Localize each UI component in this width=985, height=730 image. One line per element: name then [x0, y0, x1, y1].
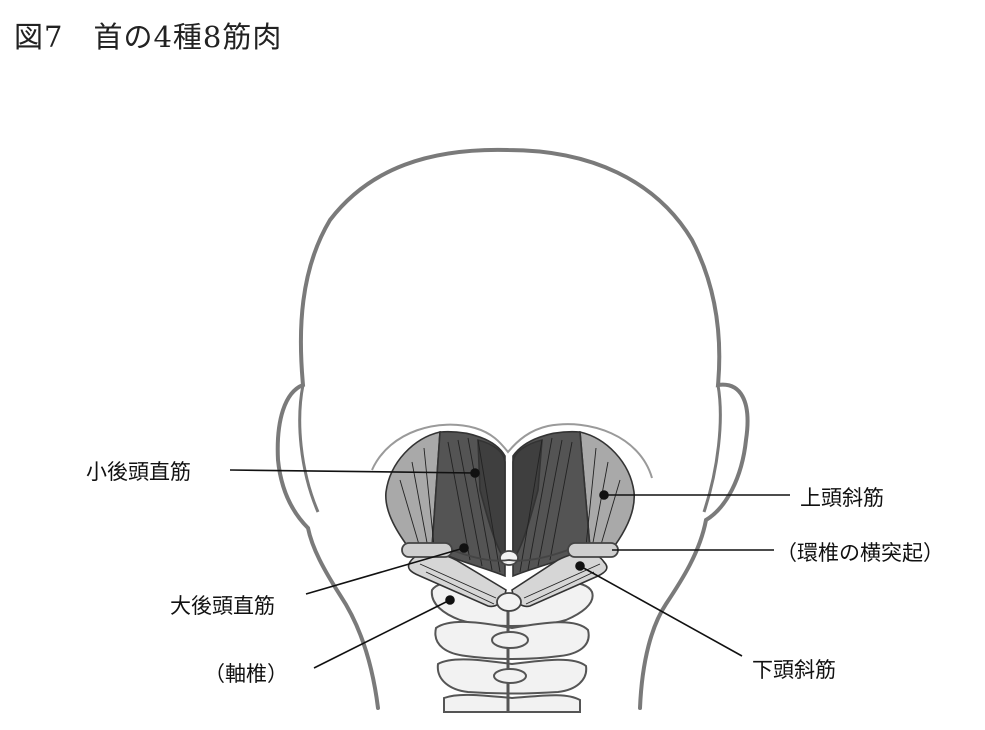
marker-obliquus-superior: [599, 490, 609, 500]
occipital-arc: [371, 423, 653, 479]
left-ear-inner: [298, 384, 320, 513]
atlas-transverse-processes: [401, 542, 619, 612]
leader-axis: [313, 599, 451, 669]
left-transverse-process: [401, 542, 453, 558]
atlas-arch: [451, 549, 569, 562]
marker-axis: [445, 595, 455, 605]
label-axis: （軸椎）: [204, 662, 288, 686]
marker-rectus-major: [459, 543, 469, 553]
marker-rectus-minor: [470, 468, 480, 478]
leader-rectus-major: [305, 547, 465, 595]
left-obliquus-superior: [385, 430, 441, 553]
axis-spinous-process: [496, 592, 522, 612]
label-rectus-capitis-posterior-major: 大後頭直筋: [170, 594, 275, 618]
atlas-posterior-tubercle: [499, 550, 519, 566]
leader-lines: [229, 468, 790, 669]
label-obliquus-capitis-superior: 上頭斜筋: [800, 486, 884, 510]
leader-rectus-minor: [229, 469, 476, 474]
right-ear-inner: [702, 384, 722, 513]
spinous-process-c4: [493, 668, 527, 684]
label-atlas-transverse-process: （環椎の横突起）: [776, 541, 944, 565]
right-transverse-process: [567, 542, 619, 558]
figure-title: 図7 首の4種8筋肉: [14, 20, 283, 54]
marker-obliquus-inferior: [575, 561, 585, 571]
leader-obliquus-inferior: [579, 565, 743, 657]
muscle-fibres: [399, 437, 621, 605]
c5-vertebra: [443, 693, 581, 713]
spinous-process-c3: [491, 631, 529, 649]
label-obliquus-capitis-inferior: 下頭斜筋: [752, 658, 836, 682]
head-outline: [275, 147, 750, 710]
label-rectus-capitis-posterior-minor: 小後頭直筋: [86, 460, 191, 484]
